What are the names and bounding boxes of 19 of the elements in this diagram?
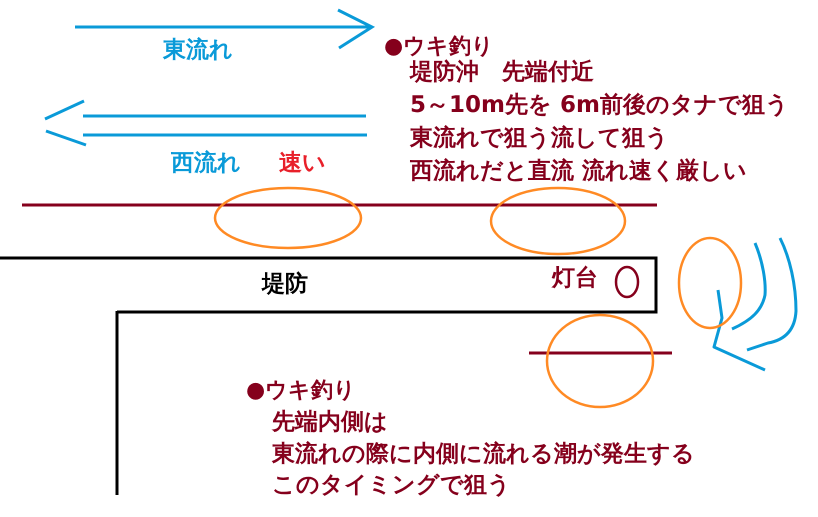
spot-ellipse [489, 186, 627, 256]
note-text: 東流れで狙う流して狙う [410, 126, 669, 152]
spot-ellipse [545, 313, 655, 409]
breakwater-outline [0, 256, 658, 314]
current-label: 西流れ [171, 151, 241, 176]
note-text: このタイミングで狙う [272, 473, 511, 498]
speed-note: 速い [279, 151, 326, 176]
note-text: 5～10m先を 6m前後のタナで狙う [410, 93, 789, 118]
spot-ellipse [213, 186, 363, 250]
lighthouse-label: 灯台 [552, 266, 598, 292]
note-text: 堤防沖 先端付近 [410, 60, 594, 86]
current-label: 東流れ [163, 38, 233, 64]
breakwater-label: 堤防 [262, 272, 308, 298]
note-text: 西流れだと直流 流れ速く厳しい [410, 159, 748, 184]
note-heading: ●ウキ釣り [384, 35, 494, 59]
note-text: 先端内側は [272, 410, 388, 436]
spot-ellipse [677, 236, 743, 330]
note-text: 東流れの際に内側に流れる潮が発生する [272, 442, 695, 468]
note-heading: ●ウキ釣り [246, 379, 356, 404]
